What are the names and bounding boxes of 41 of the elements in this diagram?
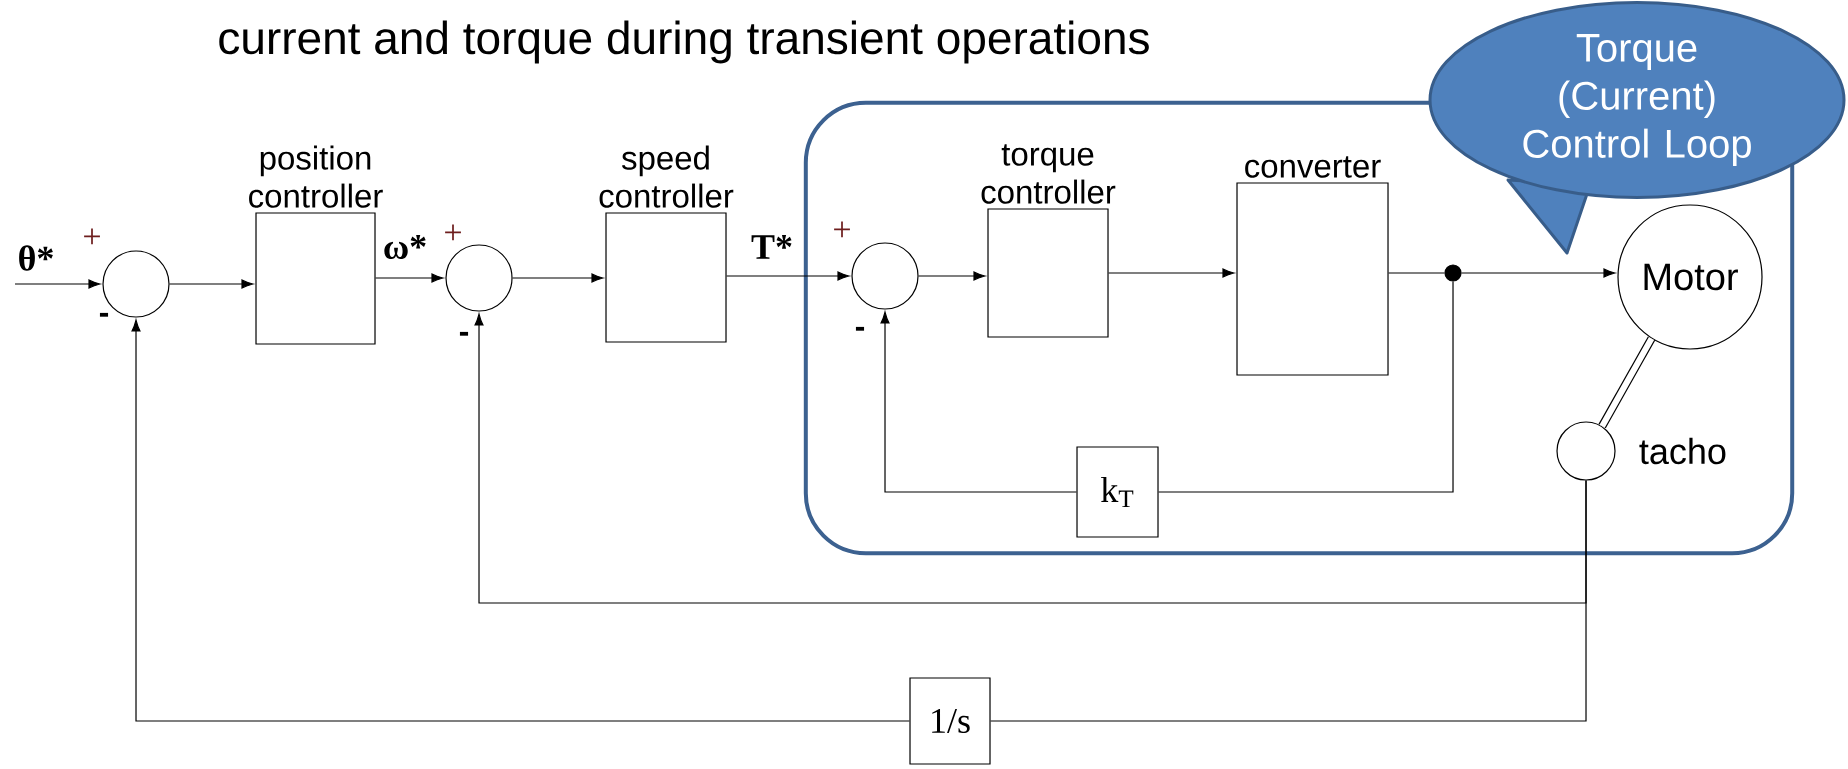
node-label: torque controller [981, 144, 1116, 204]
summing-junction [445, 244, 513, 312]
arrow [474, 313, 1587, 604]
arrow [726, 271, 850, 281]
controller-block: torque controller [981, 144, 1116, 338]
speech-bubble: Torque (Current) Control Loop [1428, 1, 1846, 255]
junction-dot [1444, 264, 1462, 282]
arrow [1108, 268, 1235, 278]
arrow [918, 271, 986, 281]
node-label: position controller [249, 145, 383, 208]
sign-label: + [84, 228, 100, 245]
arrow [375, 273, 444, 283]
sign-label: - [855, 326, 865, 331]
arrow [880, 311, 1077, 493]
converter-block: converter [1236, 156, 1389, 376]
node-label: converter [1245, 156, 1381, 178]
sign-label: + [834, 221, 850, 238]
integrator-block: 1/s [909, 677, 991, 765]
connector-line [1158, 281, 1454, 493]
arrow [14, 279, 101, 289]
node-label: speed controller [599, 145, 734, 208]
sign-label: - [459, 331, 469, 336]
node-label: tacho [1639, 437, 1726, 465]
arrow [131, 319, 910, 722]
controller-block: position controller [249, 145, 383, 345]
connector-line [990, 480, 1587, 722]
title: current and torque during transient operations [219, 20, 1149, 64]
connector-line [1388, 272, 1445, 274]
summing-junction [851, 242, 919, 310]
arrow [512, 273, 604, 283]
shaft-line [1598, 336, 1656, 429]
signal-label: θ* [19, 245, 53, 271]
edge-label: T* [751, 235, 792, 259]
edge-label: ω* [384, 234, 426, 260]
controller-block: speed controller [599, 145, 734, 343]
arrow [169, 279, 254, 289]
arrow [1461, 268, 1616, 278]
sign-label: + [445, 224, 461, 241]
sign-label: - [99, 312, 109, 317]
gain-block: k$_{T}$ [1076, 446, 1159, 538]
summing-junction [102, 250, 170, 318]
